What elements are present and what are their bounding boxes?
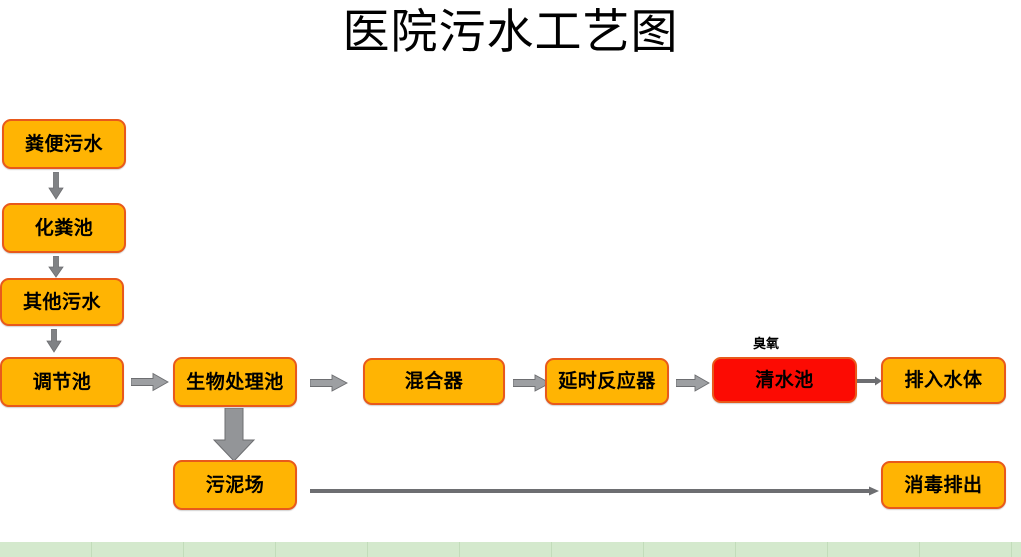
node-other-sewage[interactable]: 其他污水: [0, 278, 124, 326]
sheet-cell[interactable]: [184, 542, 276, 557]
arrow-feces-to-septic: [48, 172, 64, 200]
node-disinfect-discharge[interactable]: 消毒排出: [881, 461, 1006, 509]
sheet-cell[interactable]: [552, 542, 644, 557]
arrow-bio-to-sludge: [212, 408, 256, 462]
arrow-other-to-regulating: [46, 329, 62, 353]
node-clean-water-tank[interactable]: 清水池: [712, 357, 857, 403]
caption-ozone: 臭氧: [753, 336, 780, 351]
arrow-sludge-to-disinfect: [310, 484, 880, 498]
node-regulating-tank[interactable]: 调节池: [0, 357, 124, 407]
node-bio-treatment-tank[interactable]: 生物处理池: [173, 357, 297, 407]
arrow-reactor-to-clean-water: [676, 374, 710, 392]
sheet-cell[interactable]: [644, 542, 736, 557]
sheet-cell[interactable]: [92, 542, 184, 557]
sheet-cell[interactable]: [368, 542, 460, 557]
arrow-mixer-to-reactor: [513, 374, 551, 392]
arrow-bio-to-mixer: [310, 374, 348, 392]
sheet-cell[interactable]: [920, 542, 1012, 557]
arrow-regulating-to-bio: [131, 372, 169, 392]
spreadsheet-row-strip: [0, 542, 1021, 557]
sheet-cell[interactable]: [828, 542, 920, 557]
arrow-clean-water-to-discharge: [857, 375, 883, 387]
sheet-cell[interactable]: [1012, 542, 1021, 557]
node-feces-sewage[interactable]: 粪便污水: [2, 119, 126, 169]
sheet-cell[interactable]: [460, 542, 552, 557]
page-title: 医院污水工艺图: [342, 7, 679, 59]
node-septic-tank[interactable]: 化粪池: [2, 203, 126, 253]
sheet-cell[interactable]: [736, 542, 828, 557]
node-delay-reactor[interactable]: 延时反应器: [545, 358, 669, 405]
sheet-cell[interactable]: [276, 542, 368, 557]
node-sludge-yard[interactable]: 污泥场: [173, 460, 297, 510]
arrow-septic-to-other: [48, 256, 64, 278]
node-mixer[interactable]: 混合器: [363, 358, 505, 405]
sheet-cell[interactable]: [0, 542, 92, 557]
node-discharge-to-water[interactable]: 排入水体: [881, 357, 1006, 404]
